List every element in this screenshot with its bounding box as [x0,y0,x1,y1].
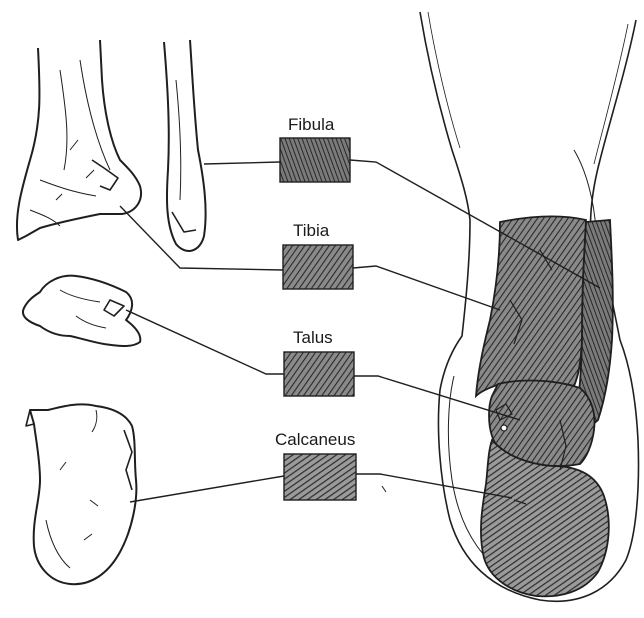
tibia-leader-left [120,206,283,270]
tibia-leader-right [353,266,500,310]
calcaneus-leader-left [130,476,284,502]
talus-bone-drawing [23,276,140,346]
tibia-swatch [283,245,353,289]
calcaneus-label: Calcaneus [275,430,355,449]
talus-swatch [284,352,354,396]
tibia-label: Tibia [293,221,330,240]
calcaneus-swatch [284,454,356,500]
talus-label: Talus [293,328,333,347]
fibula-label: Fibula [288,115,335,134]
tibia-shaded-region [476,216,586,396]
talus-leader-left [126,310,284,374]
tibia-bone-drawing [17,40,141,240]
fibula-bone-drawing [164,40,206,251]
fibula-leader-left [204,162,280,164]
stray-mark [382,486,386,492]
fibula-swatch [280,138,350,182]
calcaneus-bone-drawing [26,404,136,584]
